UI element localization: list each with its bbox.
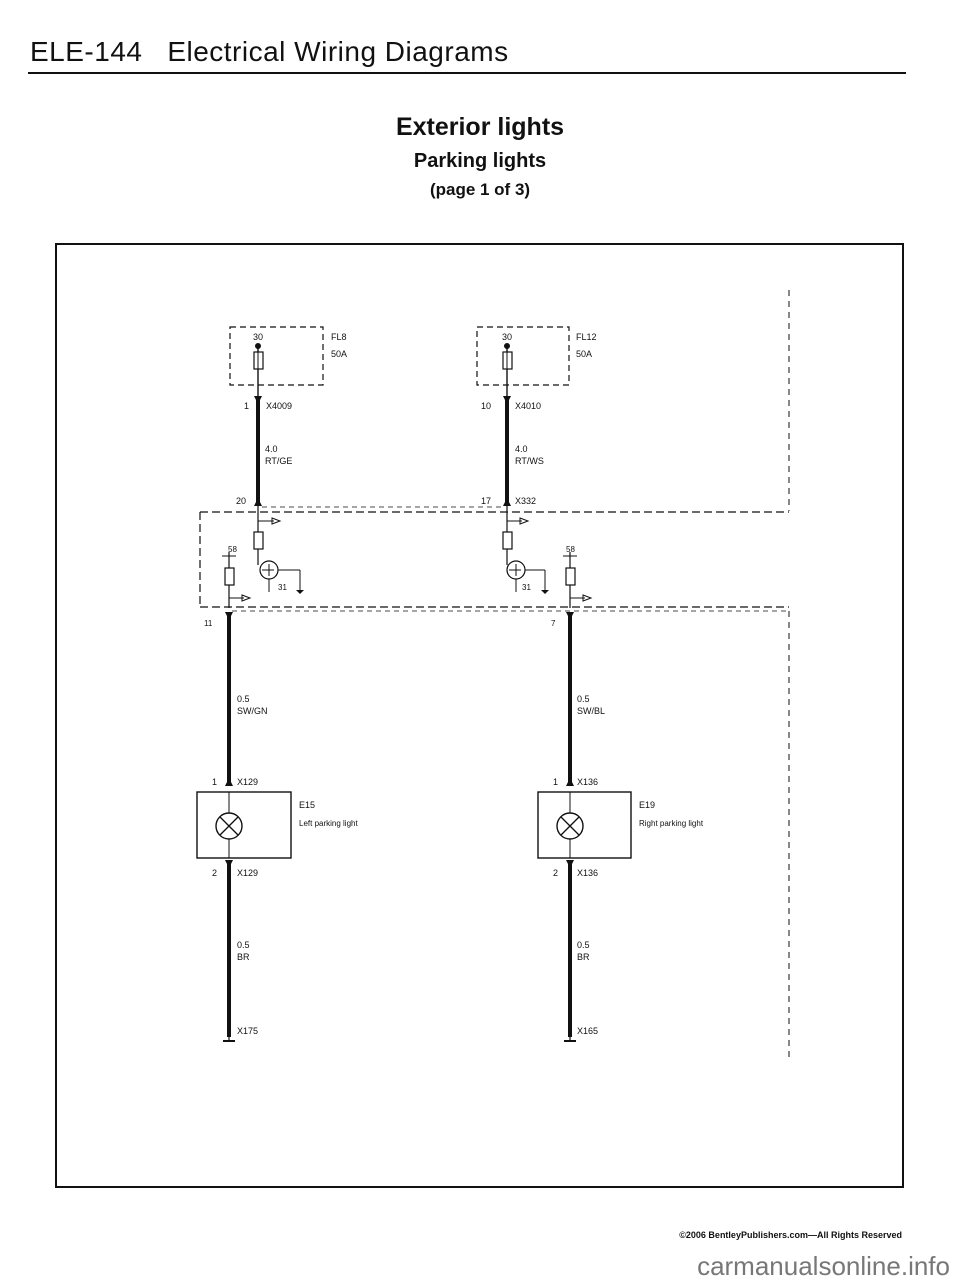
right-wire1-size: 4.0 (515, 444, 528, 454)
right-fuse-box (476, 326, 570, 400)
right-wire1-color: RT/WS (515, 456, 544, 466)
right-fuse-terminal: 30 (502, 332, 512, 342)
left-wire2-color: SW/GN (237, 706, 268, 716)
left-module-internals (222, 506, 304, 608)
left-module-in-arrow (254, 498, 262, 506)
right-wire3-size: 0.5 (577, 940, 590, 950)
right-lamp-box (537, 791, 632, 859)
diagram-title: Exterior lights (395, 113, 565, 141)
left-lamp-pin-out: 2 (212, 868, 217, 878)
lamp-icon (556, 812, 584, 840)
right-lamp-conn-in: X136 (577, 777, 598, 787)
lamp-icon (215, 812, 243, 840)
ground-icon (564, 1037, 576, 1042)
left-ground-id: X175 (237, 1026, 258, 1036)
diagram-subtitle: Parking lights (413, 150, 547, 172)
right-lamp-name: Right parking light (639, 819, 704, 828)
left-fuse-box (229, 326, 324, 400)
right-lamp-pin-out: 2 (553, 868, 558, 878)
right-lamp-in-arrow (566, 778, 574, 786)
right-lamp-conn-out: X136 (577, 868, 598, 878)
left-wire1-size: 4.0 (265, 444, 278, 454)
diagram-page-indicator: (page 1 of 3) (429, 180, 531, 199)
diagram-frame (55, 243, 904, 1188)
page-section: Electrical Wiring Diagrams (167, 36, 509, 67)
copyright-notice: ©2006 BentleyPublishers.com—All Rights R… (679, 1230, 902, 1240)
left-lamp-box (196, 791, 292, 859)
right-lamp-pin-in: 1 (553, 777, 558, 787)
left-wire3-color: BR (237, 952, 250, 962)
left-conn1-id: X4009 (266, 401, 292, 411)
left-wire1-color: RT/GE (265, 456, 292, 466)
left-fuse-terminal: 30 (253, 332, 263, 342)
left-lamp-conn-out: X129 (237, 868, 258, 878)
right-module-id: X332 (515, 496, 536, 506)
right-lamp-id: E19 (639, 800, 655, 810)
right-module-internals (502, 506, 593, 608)
left-lamp-name: Left parking light (299, 819, 358, 828)
left-lamp-conn-in: X129 (237, 777, 258, 787)
right-fuse-rating: 50A (576, 349, 592, 359)
left-wire2-size: 0.5 (237, 694, 250, 704)
left-fuse-rating: 50A (331, 349, 347, 359)
right-wire2-color: SW/BL (577, 706, 605, 716)
right-ground-terminal: 31 (522, 583, 531, 592)
right-conn1-id: X4010 (515, 401, 541, 411)
right-ground-id: X165 (577, 1026, 598, 1036)
right-module-pin-in: 17 (481, 496, 491, 506)
right-wire2-size: 0.5 (577, 694, 590, 704)
left-fuse-id: FL8 (331, 332, 347, 342)
left-module-pin-out: 11 (204, 619, 213, 628)
page-code: ELE-144 (30, 36, 143, 67)
left-wire3-size: 0.5 (237, 940, 250, 950)
right-conn1-pin: 10 (481, 401, 491, 411)
right-module-in-arrow (503, 498, 511, 506)
left-module-pin-in: 20 (236, 496, 246, 506)
left-relay-terminal: 58 (228, 545, 237, 554)
right-relay-terminal: 58 (566, 545, 575, 554)
lighting-module-box (199, 506, 789, 612)
ground-icon (223, 1037, 235, 1042)
left-conn1-pin: 1 (244, 401, 249, 411)
page-header: ELE-144 Electrical Wiring Diagrams (30, 36, 509, 68)
watermark: carmanualsonline.info (697, 1251, 950, 1281)
right-module-pin-out: 7 (551, 619, 556, 628)
right-fuse-id: FL12 (576, 332, 597, 342)
left-ground-terminal: 31 (278, 583, 287, 592)
left-lamp-pin-in: 1 (212, 777, 217, 787)
header-rule (28, 72, 906, 74)
right-wire3-color: BR (577, 952, 590, 962)
left-lamp-id: E15 (299, 800, 315, 810)
left-lamp-in-arrow (225, 778, 233, 786)
